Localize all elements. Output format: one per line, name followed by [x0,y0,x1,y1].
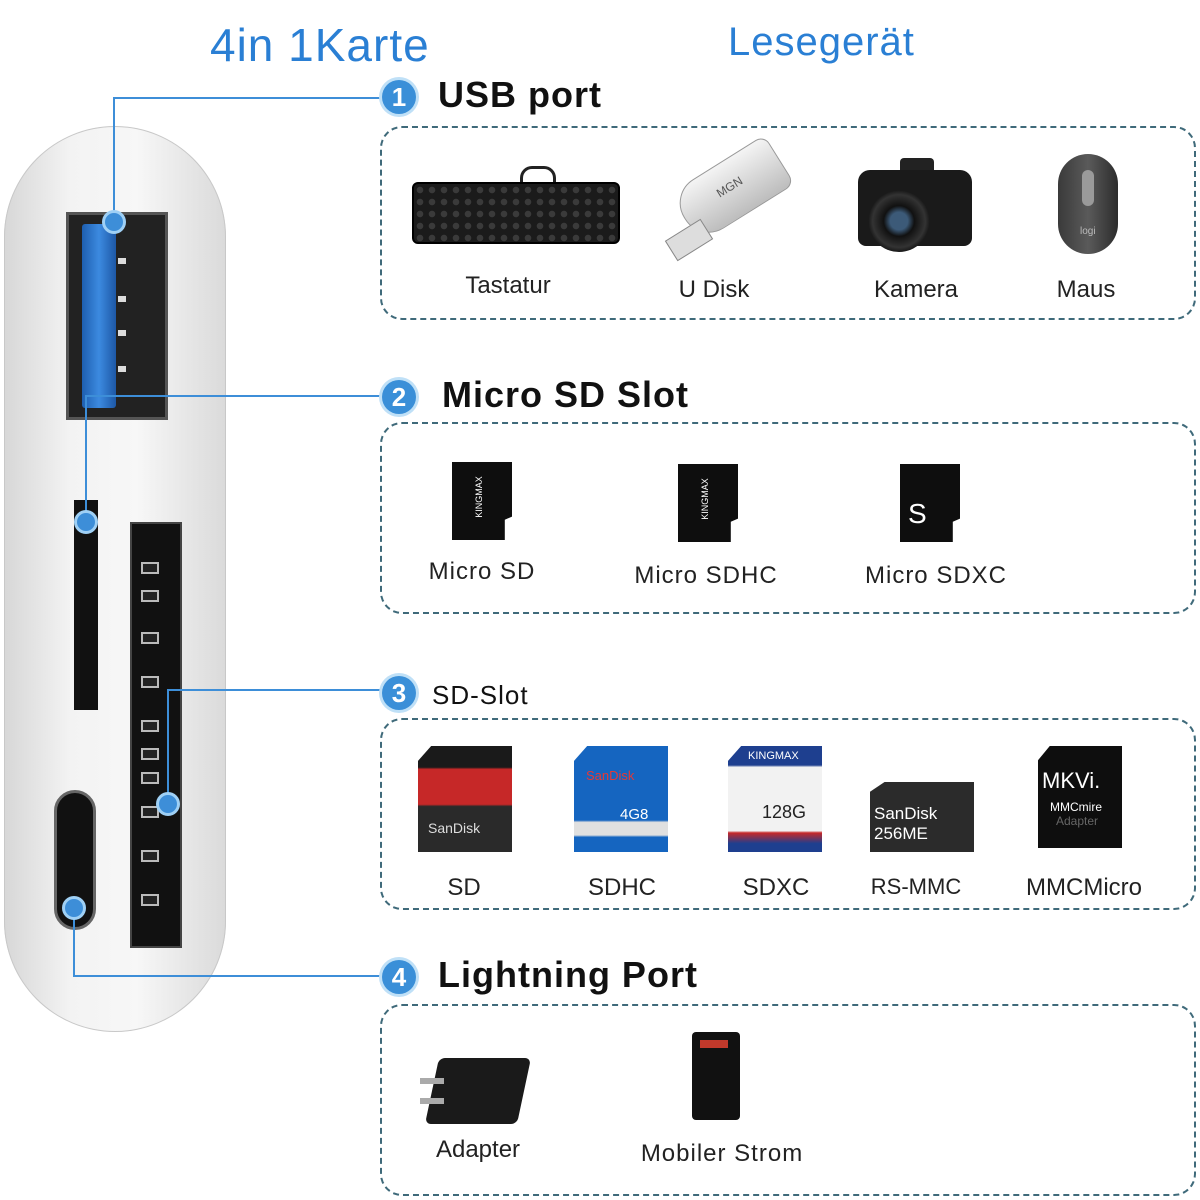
micro-sdhc-card-icon: KINGMAX [678,464,738,542]
usb-pin [118,258,126,264]
title-left: 4in 1Karte [210,19,430,71]
mmc-micro-card-subtext: MMCmire [1050,800,1102,814]
sd-marker-dot [156,792,180,816]
sd-pin [141,806,159,818]
label-adapter: Adapter [435,1136,521,1163]
sdhc-card-text: 4G8 [620,806,649,823]
usb-pin [118,366,126,372]
label-kamera: Kamera [873,276,959,303]
sdhc-card-icon: SanDisk 4G8 [574,746,668,852]
adapter-prong [420,1078,444,1084]
sd-pin [141,590,159,602]
mmc-micro-card-subtext-2: Adapter [1056,814,1099,828]
rs-mmc-card-icon: SanDisk 256ME [870,782,974,852]
section-title-micro-sd: Micro SD Slot [442,374,690,415]
label-sdhc: SDHC [587,874,657,901]
micro-sdxc-card-icon: S [900,464,960,542]
title-right: Lesegerät [728,20,915,64]
usb-pin [118,330,126,336]
sdxc-card-icon: KINGMAX 128G [728,746,822,852]
power-adapter-icon [424,1058,532,1124]
section-title-lightning: Lightning Port [438,954,698,995]
sdxc-card-text: 128G [762,802,807,822]
usb-devices-box [380,126,1196,320]
micro-sd-card-icon: KINGMAX [452,462,512,540]
keyboard-cable [520,166,556,187]
sd-pin [141,720,159,732]
usb-marker-dot [102,210,126,234]
section-title-usb: USB port [438,74,602,115]
sd-card-icon: SanDisk [418,746,512,852]
sd-pin [141,562,159,574]
sdxc-card-brand: KINGMAX [748,750,799,762]
label-sd: SD [447,874,481,901]
mouse-scroll-wheel [1082,170,1094,206]
label-mmc-micro: MMCMicro [1026,874,1142,901]
lightning-marker-dot [62,896,86,920]
rs-mmc-card-text: SanDisk 256ME [874,804,938,843]
section-number-1: 1 [382,80,416,114]
section-number-4: 4 [382,960,416,994]
sd-pin [141,632,159,644]
mouse-brand: logi [1080,226,1096,237]
label-u-disk: U Disk [678,276,750,303]
micro-sd-cards-box [380,422,1196,614]
camera-lens [868,190,930,252]
sd-pin [141,748,159,760]
keyboard-icon [412,182,620,244]
micro-sd-slot-opening [74,500,98,710]
micro-sd-marker-dot [74,510,98,534]
usb-port-tongue [82,224,116,408]
sd-pin [141,676,159,688]
micro-sd-card-text: KINGMAX [473,476,484,518]
sd-pin [141,894,159,906]
sd-pin [141,772,159,784]
sd-cards-box [380,718,1196,910]
label-maus: Maus [1056,276,1116,303]
label-rs-mmc: RS-MMC [870,874,962,899]
lightning-devices-box [380,1004,1196,1196]
section-number-3: 3 [382,676,416,710]
mmc-micro-card-icon: MKVi. MMCmire Adapter [1038,746,1122,848]
label-micro-sd: Micro SD [428,558,536,585]
micro-sdhc-card-text: KINGMAX [699,478,710,520]
label-mobiler-strom: Mobiler Strom [640,1140,804,1167]
micro-sdxc-card-text: S [908,498,927,529]
power-bank-display [700,1040,728,1048]
label-sdxc: SDXC [742,874,810,901]
section-number-2: 2 [382,380,416,414]
sd-pin [141,850,159,862]
label-micro-sdxc: Micro SDXC [864,562,1008,589]
label-micro-sdhc: Micro SDHC [634,562,778,589]
sd-card-text: SanDisk [428,820,481,836]
sdhc-card-brand: SanDisk [586,768,635,783]
section-title-sd-slot: SD-Slot [432,680,529,710]
usb-stick-engraving: MGN [713,173,746,201]
usb-pin [118,296,126,302]
adapter-prong [420,1098,444,1104]
mmc-micro-card-text: MKVi. [1042,768,1101,793]
label-tastatur: Tastatur [465,272,551,299]
